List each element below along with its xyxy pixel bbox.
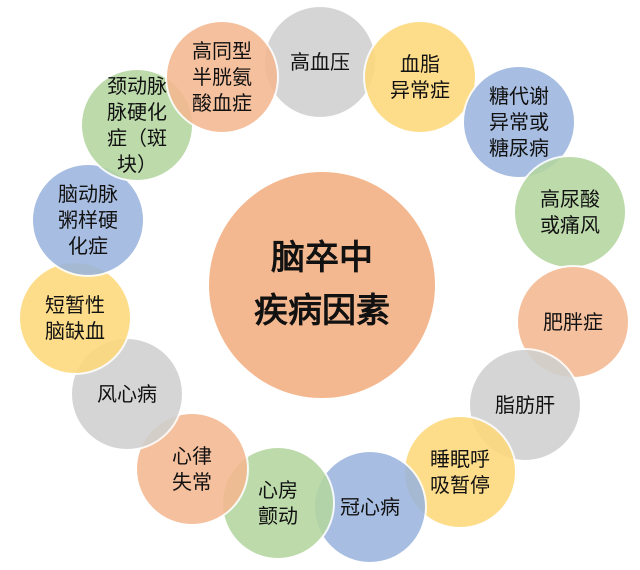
- node-circle: [263, 5, 377, 119]
- node-circle: [31, 163, 145, 277]
- node-circle: [363, 20, 477, 134]
- node-circle: [513, 155, 627, 269]
- node-circle: [18, 261, 132, 375]
- node-circle: [165, 20, 279, 134]
- center-circle: [207, 170, 437, 400]
